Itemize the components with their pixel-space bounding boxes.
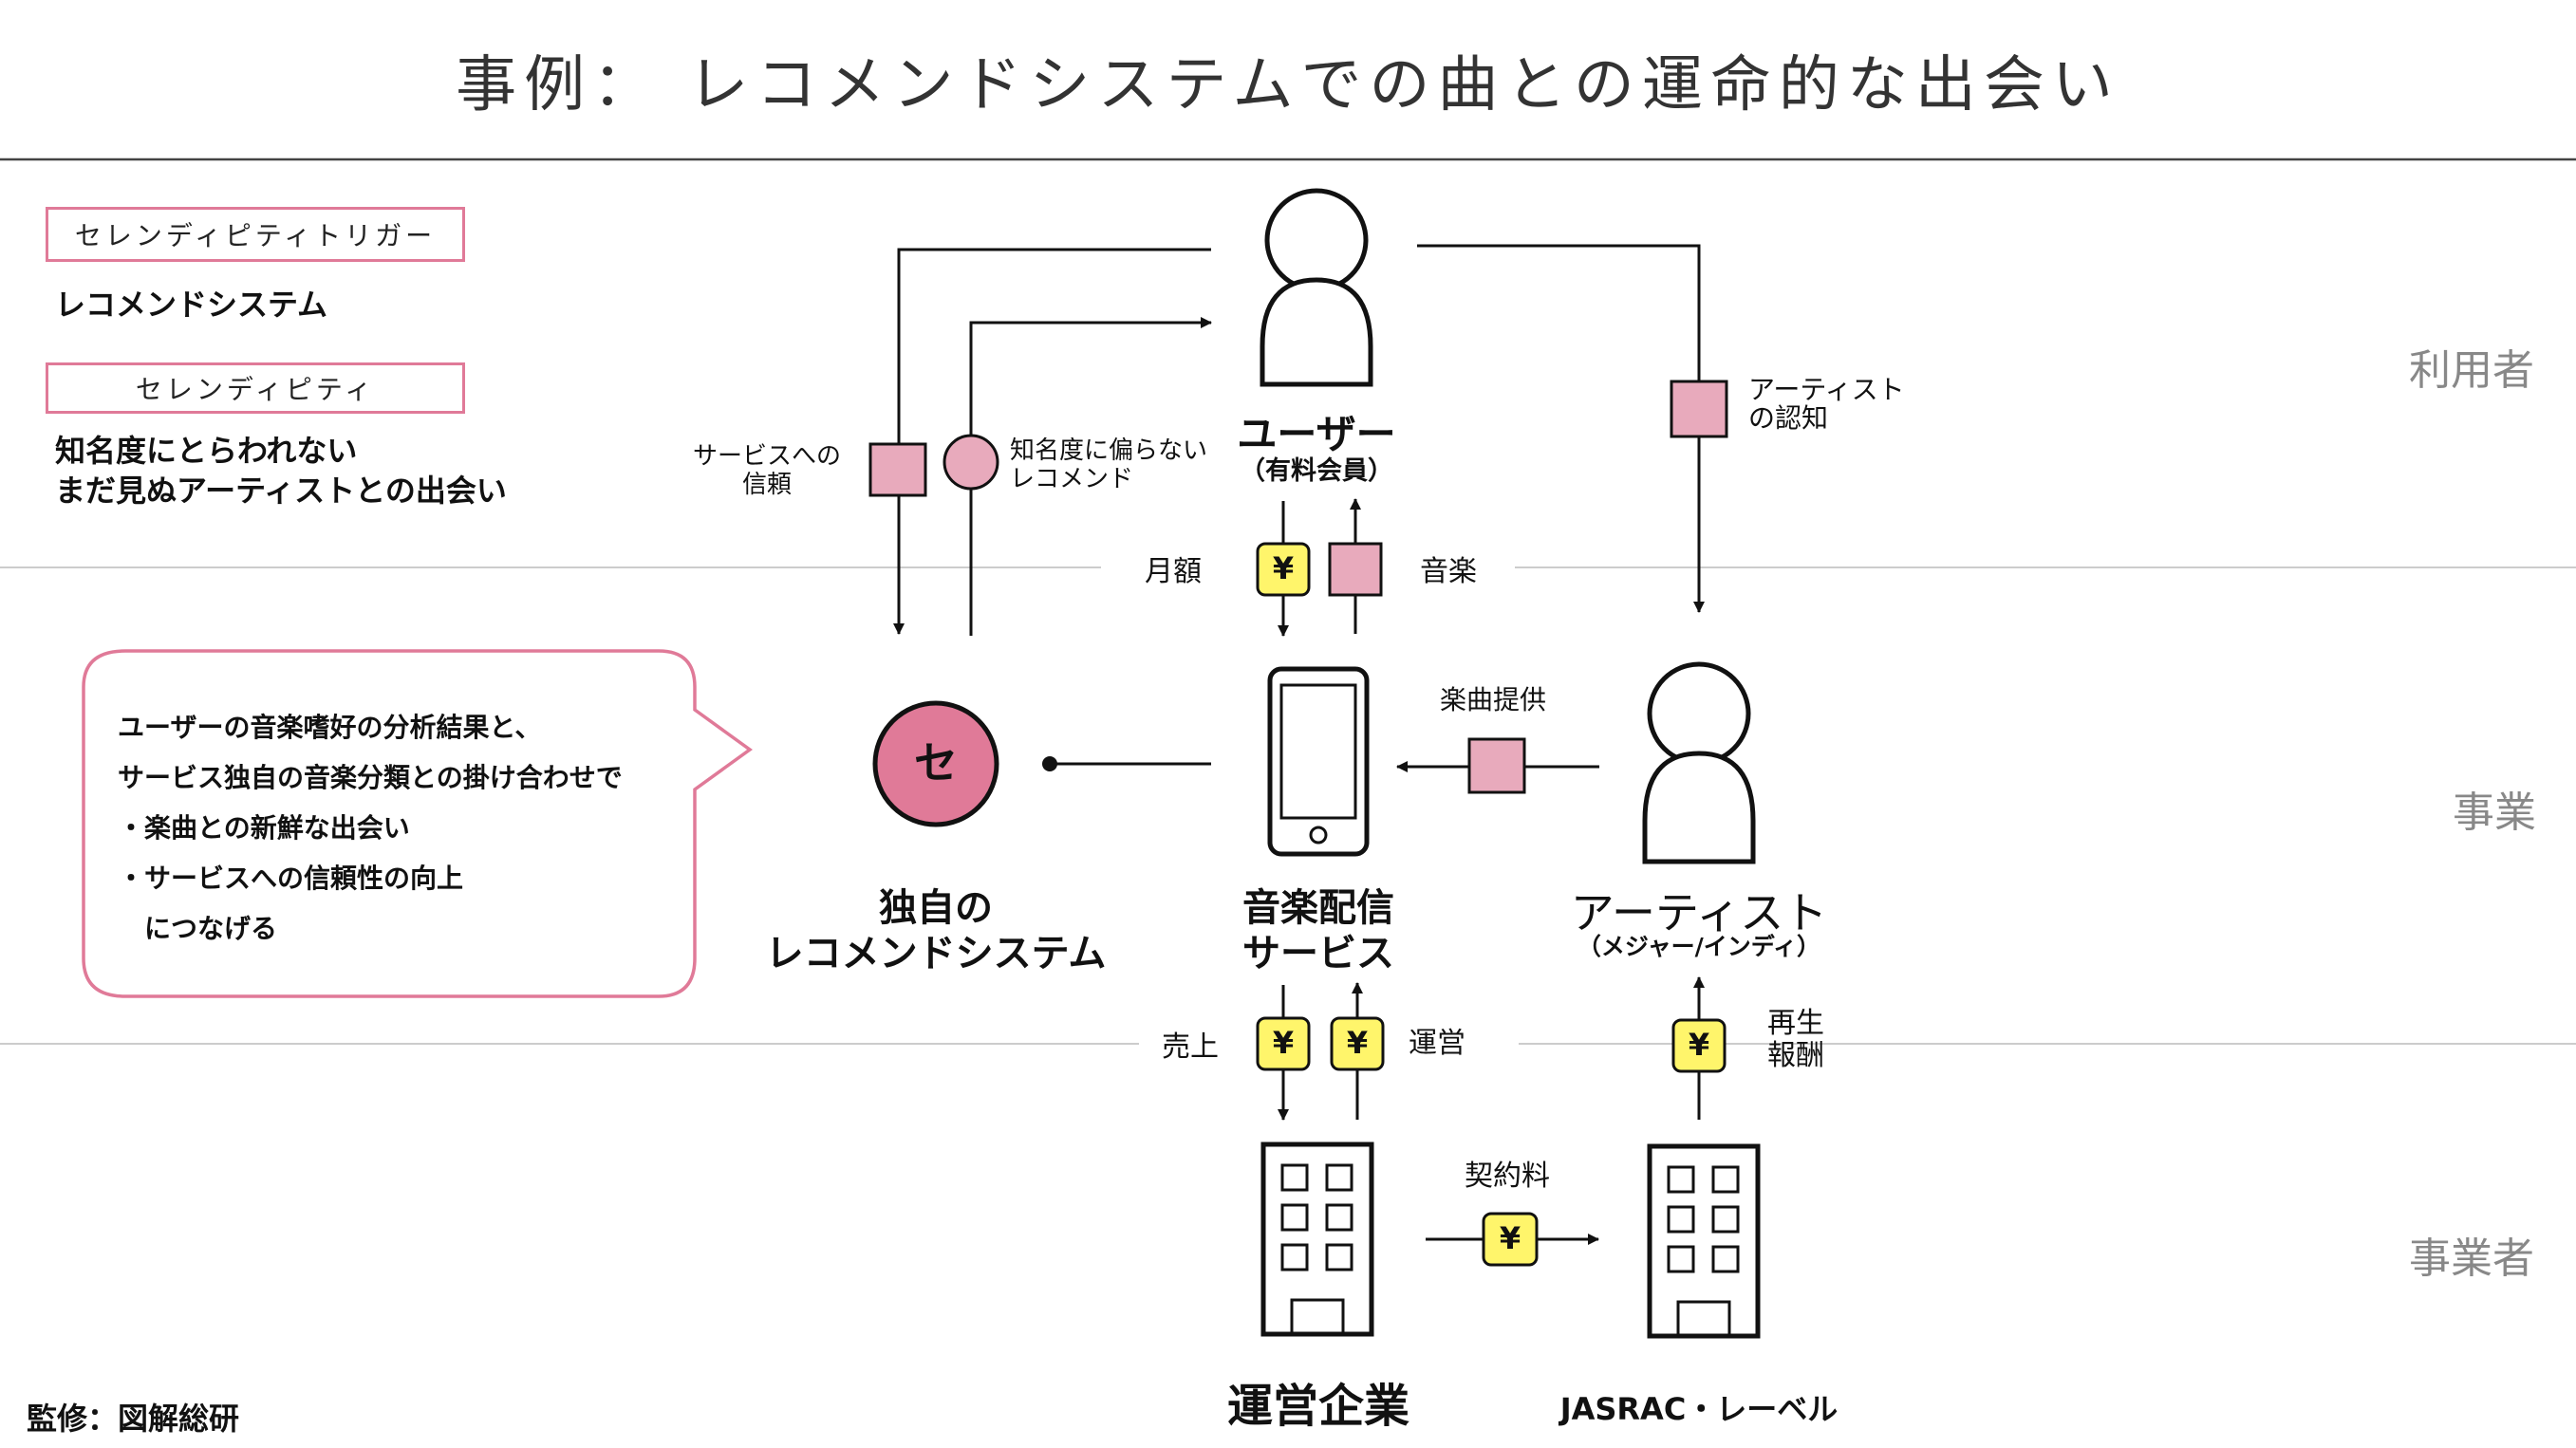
contract-fee-yen-box [1482,1212,1539,1267]
recognition-square [1670,380,1728,438]
yen-icon: ¥ [1499,1220,1521,1256]
operation-label: 運営 [1409,1027,1465,1060]
footer-credit: 監修：図解総研 [27,1401,240,1437]
trust-label-2: 信頼 [741,471,792,499]
callout-line-5: につなげる [118,913,278,944]
royalty-label-2: 報酬 [1767,1039,1824,1072]
music-label: 音楽 [1420,555,1477,588]
smartphone-icon [1267,666,1370,857]
row-label-business: 事業 [2453,789,2536,837]
monthly-fee-yen-box [1256,542,1311,597]
trust-label: サービスへの 信頼 [685,442,849,499]
callout-line-2: サービス独自の音楽分類との掛け合わせで [118,762,623,793]
trust-arrow [893,248,1211,635]
royalty-label: 再生 報酬 [1767,1008,1824,1072]
serendipity-tag: セレンディピティ [46,362,465,414]
unbiased-label-2: レコメンド [1010,465,1134,493]
song-provision-label: 楽曲提供 [1440,684,1547,715]
company-building-icon [1260,1142,1374,1337]
unbiased-arrow [969,317,1212,636]
page-title: 事例： レコメンドシステムでの曲との運命的な出会い [456,50,2120,121]
song-provision-square [1467,737,1526,794]
monthly-fee-label: 月額 [1145,555,1202,588]
trust-square [868,442,927,497]
recommend-name-2: レコメンドシステム [765,932,1107,975]
operation-yen-box [1330,1016,1385,1071]
royalty-yen-box [1671,1018,1727,1073]
sales-yen-box [1256,1016,1311,1071]
callout-line-4: ・サービスへの信頼性の向上 [118,863,464,894]
unbiased-label-1: 知名度に偏らない [1010,436,1208,465]
callout-bubble [82,649,753,998]
yen-icon: ¥ [1688,1027,1710,1063]
trigger-tag-label: セレンディピティトリガー [74,220,437,251]
recognition-label-1: アーティスト [1748,374,1905,405]
yen-icon: ¥ [1272,550,1295,586]
recognition-label-2: の認知 [1748,402,1829,434]
service-name-1: 音楽配信 [1242,886,1394,930]
jasrac-building-icon [1647,1143,1761,1339]
recognition-label: アーティスト の認知 [1748,376,1905,433]
serendipity-tag-label: セレンディピティ [135,374,376,405]
artist-sub: （メジャー/インディ） [1577,933,1821,960]
row-label-operator: 事業者 [2409,1235,2534,1283]
callout-text: ユーザーの音楽嗜好の分析結果と、 サービス独自の音楽分類との掛け合わせで ・楽曲… [118,702,623,954]
sales-label: 売上 [1162,1030,1219,1064]
user-sub: （有料会員） [1240,456,1393,486]
callout-line-3: ・楽曲との新鮮な出会い [118,812,410,844]
trigger-tag: セレンディピティトリガー [46,207,465,262]
music-square [1328,542,1383,597]
user-icon [1260,188,1373,387]
serendipity-text-2: まだ見ぬアーティストとの出会い [55,473,507,509]
recommend-name-1: 独自の [879,886,993,930]
service-name-2: サービス [1242,932,1394,975]
row-label-user: 利用者 [2409,346,2534,395]
recommend-badge-circle [872,700,999,827]
trigger-text: レコメンドシステム [55,287,328,323]
trust-label-1: サービスへの [692,442,841,471]
artist-icon [1642,661,1756,864]
yen-icon: ¥ [1346,1025,1369,1061]
yen-icon: ¥ [1272,1025,1295,1061]
recommend-badge-letter: セ [914,737,958,789]
royalty-label-1: 再生 [1767,1007,1824,1040]
jasrac-name: JASRAC・レーベル [1559,1391,1839,1427]
recognition-arrow [1417,244,1705,613]
artist-name: アーティスト [1570,887,1828,938]
unbiased-label: 知名度に偏らない レコメンド [1010,436,1207,493]
callout-line-1: ユーザーの音楽嗜好の分析結果と、 [118,712,542,743]
user-name: ユーザー [1237,411,1396,457]
contract-fee-label: 契約料 [1465,1160,1550,1193]
serendipity-text-1: 知名度にとらわれない [55,433,358,469]
company-name: 運営企業 [1226,1380,1409,1433]
unbiased-circle [943,434,999,491]
